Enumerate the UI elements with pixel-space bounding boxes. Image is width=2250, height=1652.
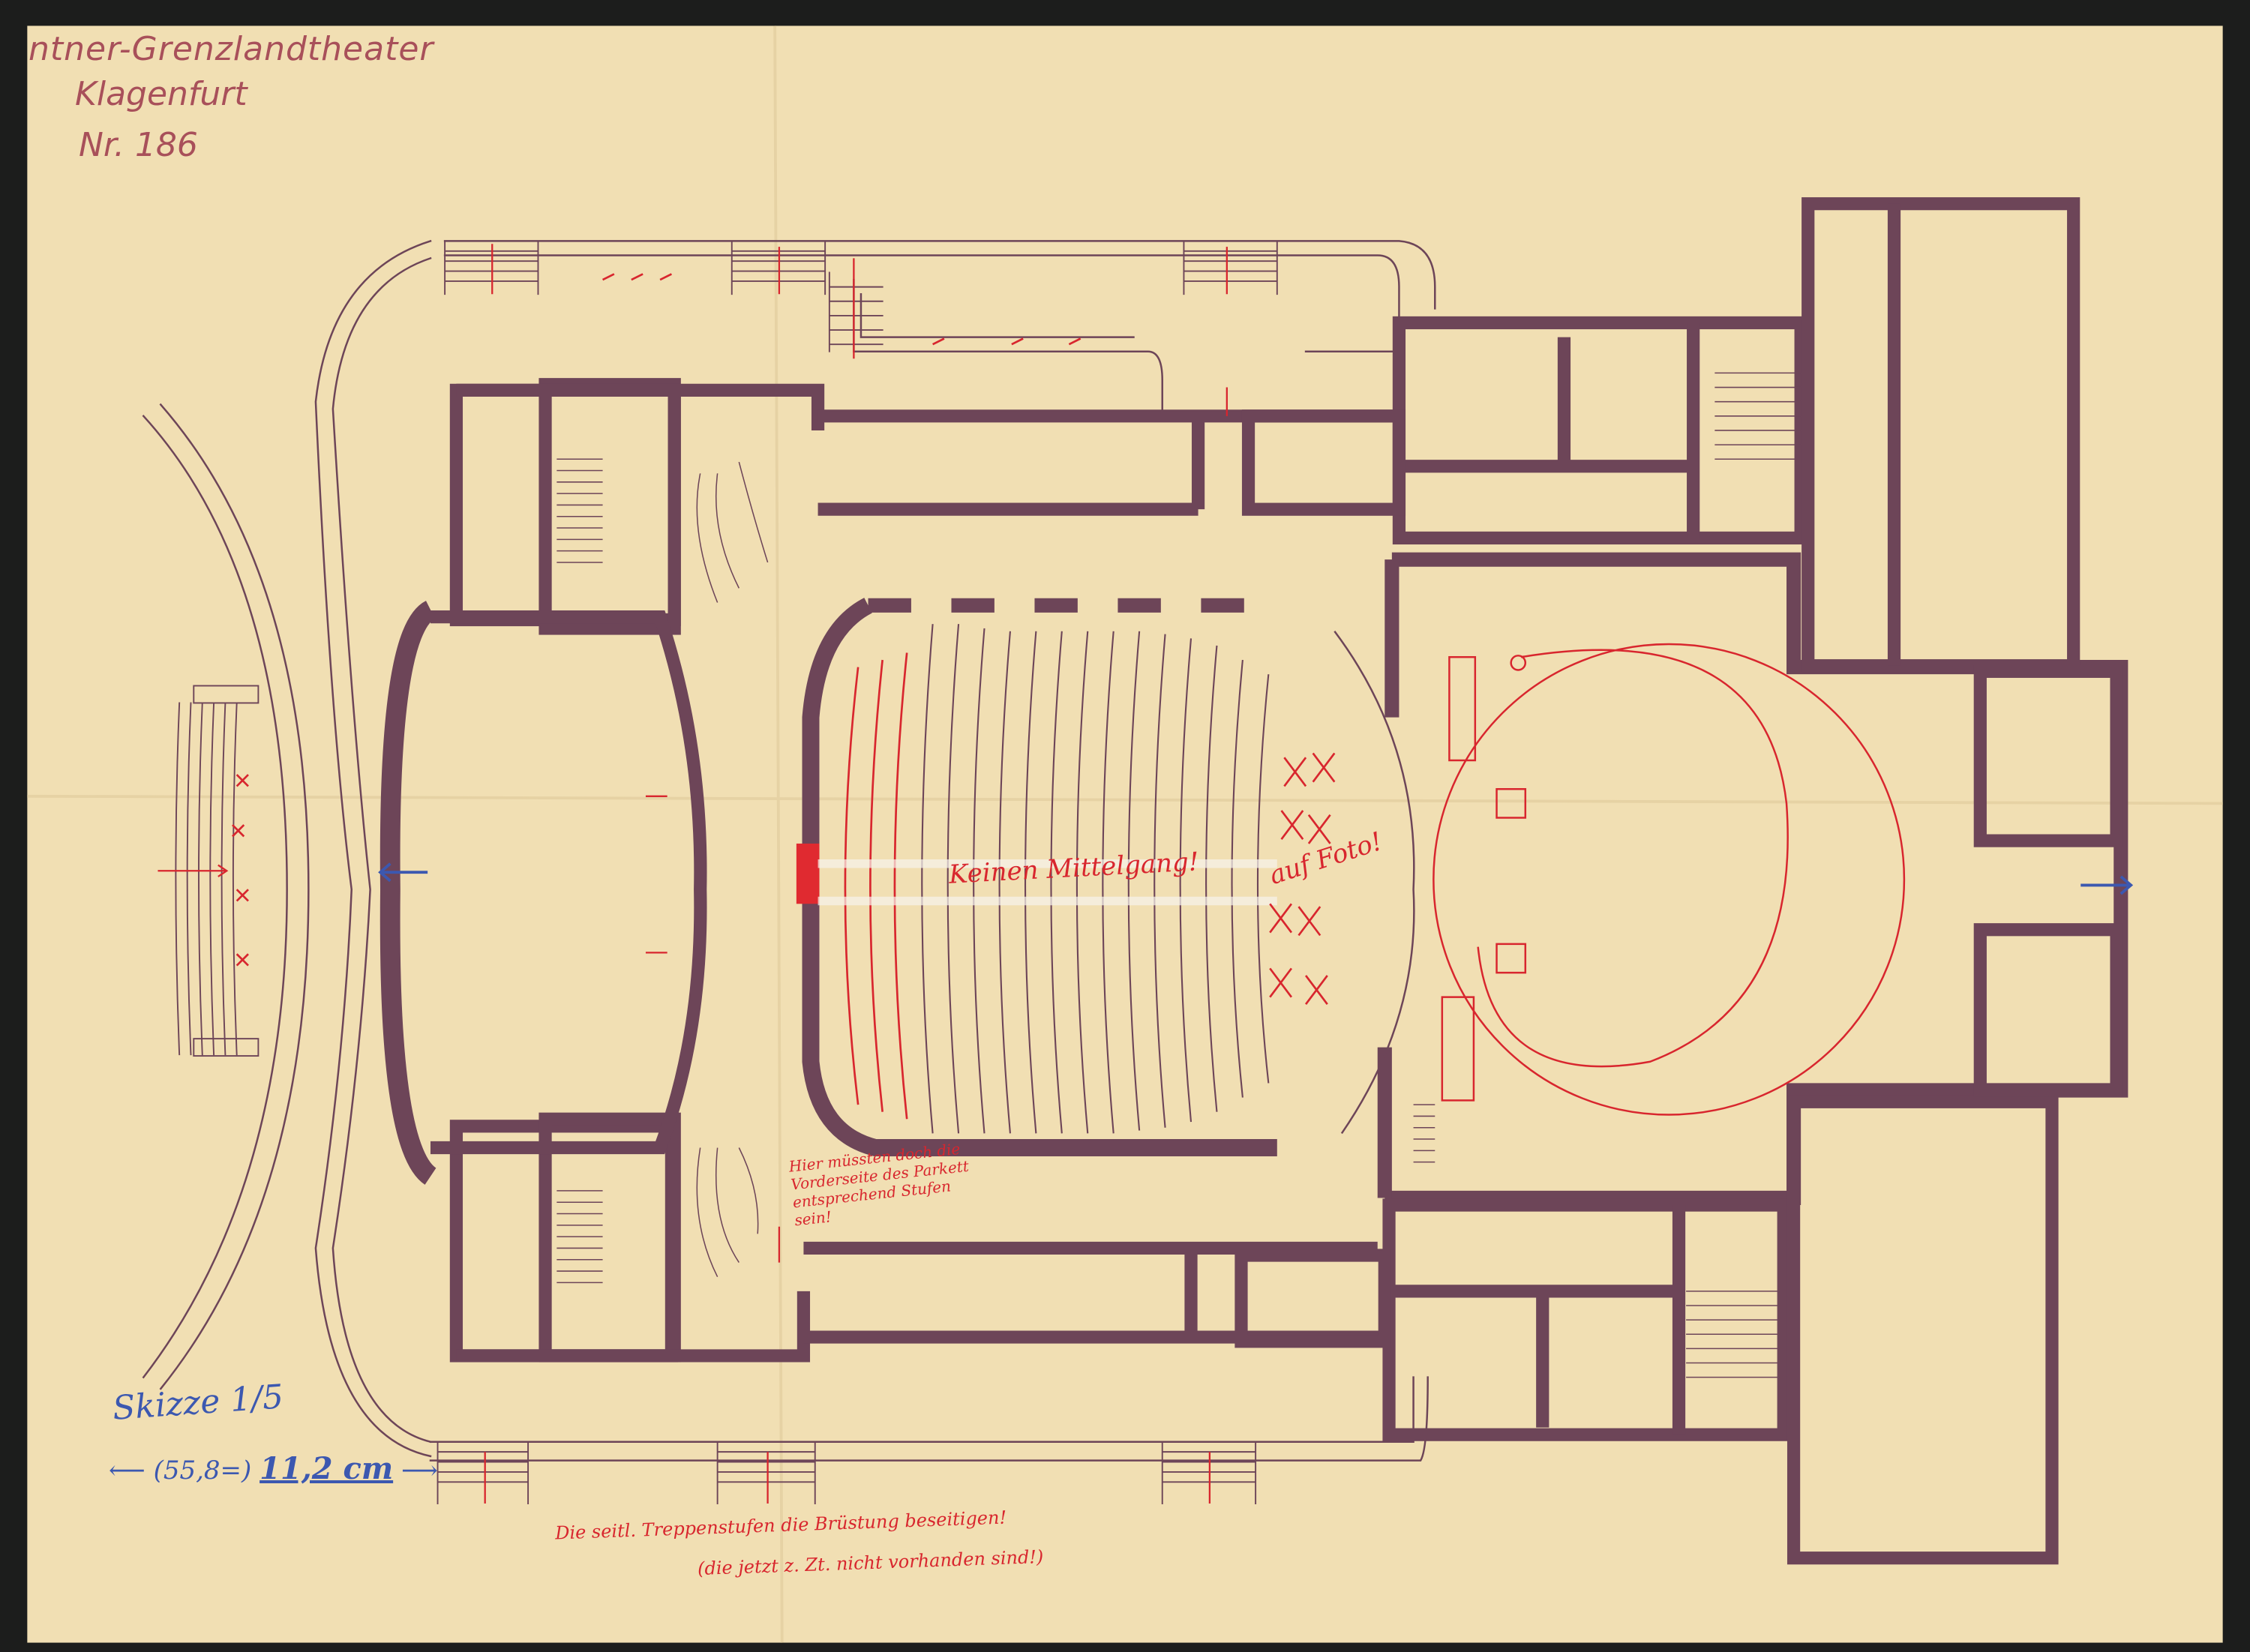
staircases	[556, 372, 1802, 1378]
auditorium-seating-red	[844, 652, 908, 1120]
red-cross-marks	[232, 273, 1336, 1006]
scale-measure-value: 11,2 cm	[260, 1451, 394, 1486]
archive-stamp-title: ntner-Grenzlandtheater	[28, 30, 434, 68]
left-arc-steps	[175, 685, 260, 1057]
building-walls	[380, 197, 2128, 1565]
scale-measure-prefix: (55,8=)	[153, 1456, 252, 1486]
exit-arrows	[378, 862, 2134, 895]
red-direction-arrows	[158, 244, 1228, 1504]
red-marked-seat-block	[796, 843, 820, 904]
chalk-aisle-mark	[818, 859, 1277, 906]
archive-stamp-city: Klagenfurt	[75, 75, 248, 113]
auditorium-seating	[921, 624, 1270, 1134]
scale-note-measure: ⟵ (55,8=) 11,2 cm ⟶	[109, 1451, 438, 1486]
revolving-stage	[1432, 643, 1906, 1116]
archive-stamp-number: Nr. 186	[79, 126, 198, 164]
paper-fold-line	[773, 25, 784, 1643]
terrace-outline	[142, 239, 1436, 1462]
stage-front-curve	[1334, 631, 1415, 1135]
